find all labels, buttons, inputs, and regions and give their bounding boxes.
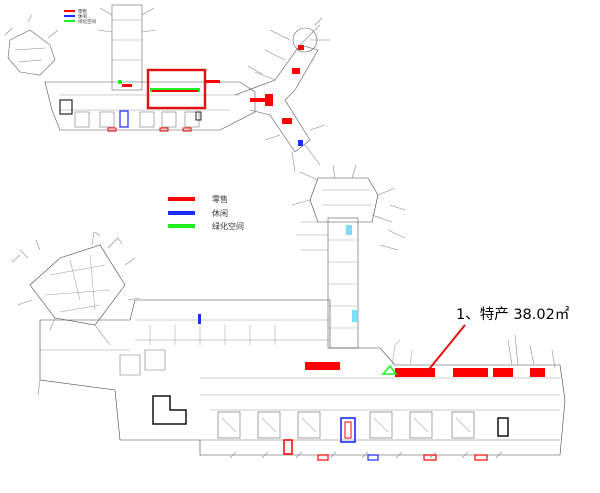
legend-label-retail: 零售 — [212, 194, 228, 204]
retail-zone — [474, 454, 488, 461]
retail-zone — [283, 439, 293, 455]
main-zones — [198, 314, 545, 461]
green-zone — [381, 364, 398, 375]
main-plan — [11, 164, 566, 459]
overview-highlight-box — [146, 68, 207, 110]
retail-zone — [395, 368, 435, 377]
leisure-zone — [367, 454, 379, 461]
retail-zone — [453, 368, 488, 377]
callout-text: 1、特产 38.02㎡ — [456, 306, 570, 323]
retail-zone — [423, 454, 437, 461]
legend-label-green: 绿化空间 — [212, 221, 244, 231]
retail-zone — [344, 421, 352, 439]
overview-plan: 零售 休闲 绿化空间 — [4, 4, 330, 173]
legend: 零售 休闲 绿化空间 — [168, 194, 244, 231]
overview-legend: 零售 休闲 绿化空间 — [64, 8, 96, 25]
overview-legend-label-retail: 零售 — [78, 8, 87, 15]
retail-zone — [493, 368, 513, 377]
retail-zone — [305, 362, 340, 370]
legend-label-leisure: 休闲 — [212, 208, 228, 218]
retail-zone — [530, 368, 545, 377]
leisure-zone — [198, 314, 201, 324]
overview-legend-label-green: 绿化空间 — [78, 18, 96, 25]
leisure-zone — [340, 417, 356, 443]
retail-zone — [317, 454, 329, 461]
callout: 1、特产 38.02㎡ — [425, 306, 570, 374]
overview-zones — [107, 45, 304, 146]
callout-leader-line — [425, 324, 466, 374]
overview-legend-label-leisure: 休闲 — [78, 13, 87, 20]
